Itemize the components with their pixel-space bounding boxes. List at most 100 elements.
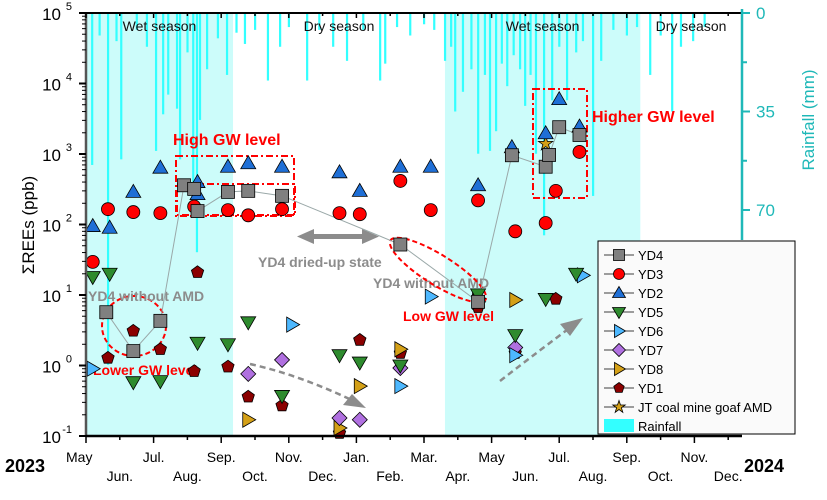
rainfall-bar	[362, 13, 365, 30]
x-tick-label: Nov.	[275, 449, 303, 465]
data-point-yd8	[509, 291, 524, 309]
data-point-yd8	[353, 377, 369, 395]
data-point-jt-coal-mine-goaf-amd	[537, 134, 554, 151]
x-tick-label: Jan.	[343, 449, 369, 465]
data-point-yd6	[509, 347, 524, 364]
series-yd5	[84, 267, 585, 405]
data-point-yd2	[351, 182, 368, 197]
season-label: Wet season	[506, 18, 580, 34]
rainfall-bar	[551, 13, 554, 101]
rainfall-bar	[379, 13, 382, 81]
legend-label: YD6	[638, 324, 663, 339]
legend-label: YD2	[638, 286, 663, 301]
y-tick-exponent: 2	[66, 213, 72, 225]
data-point-yd5	[84, 271, 101, 286]
data-point-yd1	[241, 389, 255, 403]
data-point-yd3	[85, 254, 100, 269]
rainfall-bar	[192, 13, 195, 191]
legend-label: YD5	[638, 305, 663, 320]
data-point-yd4	[542, 148, 556, 162]
x-tick-label: Oct.	[242, 468, 268, 484]
rainfall-bar	[483, 13, 487, 75]
x-tick-label: Dec.	[714, 468, 743, 484]
rainfall-bar	[345, 13, 349, 61]
data-point-yd4	[221, 185, 235, 199]
legend-marker-yd8	[614, 361, 627, 377]
y-tick-label: 10	[42, 358, 61, 377]
legend-marker-yd7	[611, 342, 627, 358]
data-point-yd4	[241, 183, 256, 198]
legend-marker-jt-coal-mine-goaf-amd	[611, 399, 627, 414]
legend-marker-yd5	[611, 307, 627, 320]
data-point-yd4	[393, 237, 408, 252]
x-tick-label: Jun.	[107, 468, 133, 484]
data-point-yd3	[241, 208, 256, 223]
y2-tick-label: 0	[756, 4, 765, 23]
data-point-yd3	[572, 145, 587, 159]
season-label: Dry season	[304, 18, 375, 34]
rainfall-bar	[225, 13, 229, 75]
data-point-yd4	[504, 148, 519, 163]
rainfall-bar	[135, 13, 138, 30]
data-point-yd5	[273, 390, 291, 405]
y-tick-exponent: 5	[66, 1, 72, 13]
x-tick-label: Sep.	[207, 449, 236, 465]
y2-axis-title: Rainfall (mm)	[799, 69, 818, 170]
higher-gw-label: Higher GW level	[592, 109, 715, 126]
y-tick-exponent: 3	[66, 142, 72, 154]
rainfall-bar	[575, 13, 578, 53]
x-tick-label: Jul.	[143, 449, 165, 465]
legend-label: YD7	[638, 343, 663, 358]
rainfall-bar	[470, 13, 473, 70]
data-point-yd3	[548, 183, 563, 198]
rainfall-bar	[612, 13, 615, 30]
rainfall-bar	[542, 13, 546, 236]
data-point-yd1	[153, 342, 167, 355]
data-point-yd3	[538, 216, 553, 230]
data-point-yd4	[471, 294, 485, 309]
rainfall-bar	[318, 13, 321, 30]
data-point-yd1	[187, 364, 201, 377]
x-tick-label: Apr.	[445, 468, 470, 484]
lower-gw-label: Lower GW level	[93, 362, 197, 378]
rainfall-bar	[512, 13, 515, 56]
data-point-yd4	[275, 188, 289, 203]
x-tick-label: Dec.	[308, 468, 337, 484]
y-tick-label: 10	[42, 287, 61, 306]
data-point-yd5	[189, 336, 206, 352]
data-point-yd3	[153, 206, 168, 221]
legend-label: Rainfall	[638, 419, 681, 434]
y-tick-label: 10	[42, 76, 61, 95]
data-point-yd2	[219, 158, 237, 173]
rainfall-bar	[186, 13, 189, 53]
data-point-yd5	[331, 349, 348, 364]
data-point-yd2	[152, 159, 169, 174]
rainfall-bar	[120, 13, 123, 160]
rainfall-bar	[423, 13, 426, 25]
y2-tick-label: 35	[756, 103, 775, 122]
rainfall-bar	[659, 13, 662, 36]
rainfall-bar	[198, 13, 202, 120]
data-point-yd5	[152, 375, 169, 390]
y-tick-label: 10	[42, 217, 61, 236]
data-point-yd1	[126, 323, 140, 337]
legend-label: YD3	[638, 267, 663, 282]
x-tick-label: Aug.	[579, 468, 608, 484]
rainfall-bar	[581, 13, 585, 42]
data-point-yd8	[394, 341, 409, 358]
x-tick-label: Feb.	[376, 468, 404, 484]
legend-marker-yd2	[611, 285, 627, 298]
y-tick-exponent: 0	[66, 354, 72, 366]
rainfall-bar	[649, 13, 652, 75]
y-tick-exponent: 4	[66, 72, 72, 84]
higher-gw-box	[532, 88, 588, 199]
data-point-yd4	[153, 313, 168, 328]
dashed-arrow-up	[499, 318, 583, 382]
rainfall-bar	[195, 13, 199, 253]
data-point-yd3	[126, 205, 141, 219]
x-tick-label: Jun.	[512, 468, 538, 484]
legend-label: YD1	[638, 381, 663, 396]
data-point-yd3	[101, 202, 115, 217]
